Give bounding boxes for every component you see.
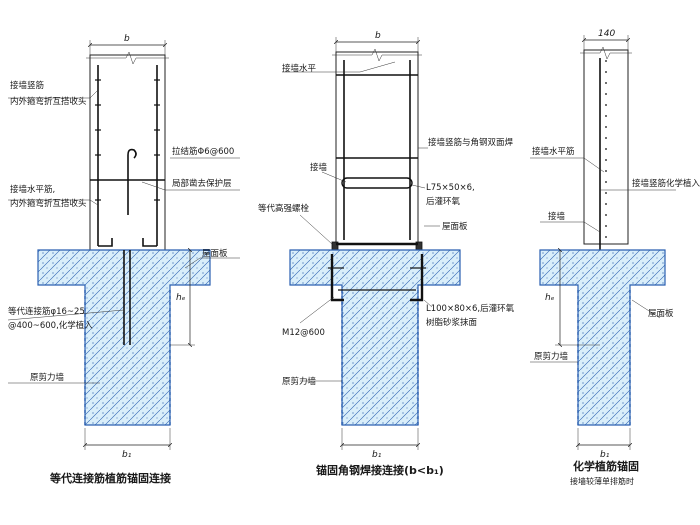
label-orig-wall-right: 原剪力墙 bbox=[534, 351, 569, 362]
label-vertical-right: 接墙竖筋化学植入 bbox=[632, 178, 700, 189]
label-orig-wall-middle: 原剪力墙 bbox=[282, 376, 317, 387]
label-slab-left: 屋面板 bbox=[202, 248, 228, 259]
label-horizontal-middle: 接墙水平 bbox=[282, 63, 317, 74]
label-angle-top-2: 后灌环氧 bbox=[426, 196, 461, 207]
label-tie: 拉结筋Φ6@600 bbox=[172, 146, 234, 157]
label-wall-right: 接墙 bbox=[548, 211, 566, 222]
label-dowel-2: @400~600,化学植入 bbox=[8, 320, 93, 331]
label-angle-bottom-2: 树脂砂浆抹面 bbox=[426, 317, 478, 328]
subtitle-right: 接墙较薄单排筋时 bbox=[570, 476, 634, 486]
title-left: 等代连接筋植筋锚固连接 bbox=[49, 471, 171, 485]
left-dim-b1: b₁ bbox=[122, 450, 132, 460]
label-orig-wall-left: 原剪力墙 bbox=[30, 372, 65, 383]
label-angle-bottom-1: L100×80×6,后灌环氧 bbox=[426, 303, 515, 314]
right-detail: 140 hₑ b₁ 接墙水平筋 接墙竖筋化学植入 接墙 屋面板 原剪力墙 化学植… bbox=[530, 29, 700, 486]
label-angle-top-1: L75×50×6, bbox=[426, 183, 475, 193]
label-slab-right: 屋面板 bbox=[648, 308, 674, 319]
label-vertical-rebar-2: 内外箍弯折互搭收头 bbox=[10, 96, 87, 107]
label-dowel-1: 等代连接筋φ16~25 bbox=[8, 306, 85, 317]
middle-new-wall bbox=[335, 51, 419, 245]
right-dim-140: 140 bbox=[598, 29, 615, 39]
label-weld: 接墙竖筋与角钢双面焊 bbox=[428, 137, 514, 148]
label-m12: M12@600 bbox=[282, 328, 325, 338]
middle-detail: b b₁ bbox=[258, 31, 515, 477]
label-vertical-rebar-1: 接墙竖筋 bbox=[10, 80, 44, 91]
label-wall-middle: 接墙 bbox=[310, 162, 328, 173]
label-cover: 局部凿去保护层 bbox=[172, 178, 232, 189]
label-slab-middle: 屋面板 bbox=[442, 221, 468, 232]
left-detail: b hₑ bbox=[7, 34, 240, 485]
title-middle: 锚固角钢焊接连接(b<b₁) bbox=[316, 463, 444, 477]
label-horizontal-right: 接墙水平筋 bbox=[532, 146, 575, 157]
label-bolt: 等代高强螺栓 bbox=[258, 203, 310, 214]
title-right: 化学植筋锚固 bbox=[573, 459, 639, 473]
label-horizontal-rebar-2: 内外箍弯折互搭收头 bbox=[10, 198, 87, 209]
left-dim-h: hₑ bbox=[176, 293, 186, 303]
label-horizontal-rebar-1: 接墙水平筋, bbox=[10, 184, 55, 195]
right-concrete bbox=[539, 249, 666, 426]
middle-dim-b1: b₁ bbox=[372, 450, 382, 460]
left-dim-b: b bbox=[124, 34, 130, 44]
right-dim-h: hₑ bbox=[545, 293, 555, 303]
right-dim-b1: b₁ bbox=[600, 450, 610, 460]
middle-dim-b: b bbox=[375, 31, 381, 41]
